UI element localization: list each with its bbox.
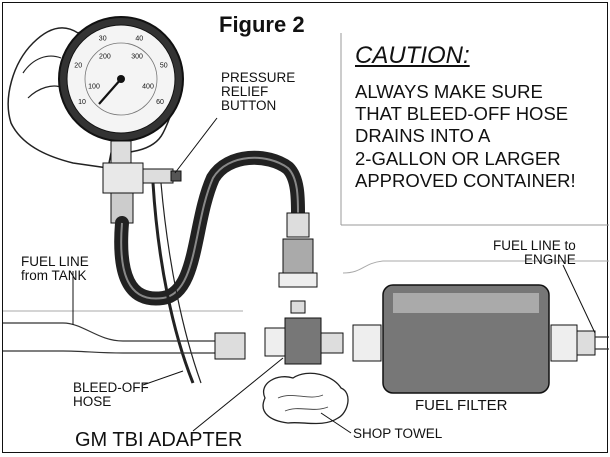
fuel-line-engine	[595, 336, 609, 350]
gauge-tick-labels: 10 20 30 40 50 60 100 200 300 400	[74, 35, 167, 106]
pressure-relief-valve	[142, 168, 174, 184]
gm-tbi-leader	[192, 357, 284, 432]
tank-line-fitting	[214, 332, 246, 360]
gauge-hub	[117, 75, 125, 83]
adapter-right-fitting	[320, 332, 344, 354]
gauge-inner-tick-label: 400	[142, 84, 154, 91]
diagram-drawing: 10 20 30 40 50 60 100 200 300 400	[3, 16, 609, 434]
gauge-inner-ring	[84, 42, 158, 116]
fuel-filter-label: FUEL FILTER	[415, 397, 508, 414]
gauge-tick-label: 30	[99, 35, 107, 42]
fuel-line-engine-label: FUEL LINE to ENGINE	[493, 238, 576, 268]
gauge-tick-label: 40	[135, 35, 143, 42]
fuel-line-tank-top	[3, 322, 219, 342]
adapter-body	[284, 317, 322, 365]
fuel-line-engine-leader	[562, 264, 596, 334]
filter-right-nut	[550, 324, 578, 362]
bleed-off-hose-label: BLEED-OFF HOSE	[73, 380, 149, 410]
gauge-inner-tick-label: 300	[131, 54, 143, 61]
gauge-tick-label: 20	[74, 63, 82, 70]
gauge-tick-label: 50	[160, 63, 168, 70]
coupler-upper	[286, 212, 310, 238]
shop-towel-label: SHOP TOWEL	[353, 426, 443, 441]
gauge-tick-label: 60	[156, 99, 164, 106]
figure-title: Figure 2	[219, 12, 305, 37]
caution-text: ALWAYS MAKE SURE THAT BLEED-OFF HOSE DRA…	[355, 81, 576, 191]
coupler-body	[282, 238, 314, 274]
fuel-filter-highlight	[393, 293, 539, 313]
fuel-line-tank-bottom	[3, 350, 219, 354]
coupler-collar	[278, 272, 318, 288]
adapter-nipple	[290, 300, 306, 314]
gauge-needle	[98, 78, 122, 105]
gauge-hose-highlight	[120, 156, 299, 300]
towel-folds	[277, 394, 329, 412]
gauge-stem	[110, 140, 132, 164]
pressure-relief-label: PRESSURE RELIEF BUTTON	[221, 70, 296, 114]
fuel-line-tank-label: FUEL LINE from TANK	[21, 254, 89, 284]
gauge-inner-tick-label: 100	[88, 84, 100, 91]
pressure-relief-leader	[174, 117, 218, 174]
caution-heading: CAUTION:	[355, 42, 470, 69]
gauge-tee-fitting	[102, 162, 144, 194]
gm-tbi-adapter-label: GM TBI ADAPTER	[75, 429, 243, 451]
shop-towel-shape	[262, 372, 349, 425]
bleed-off-hose-line	[151, 182, 195, 384]
shop-towel-leader	[320, 412, 352, 434]
filter-left-nut	[352, 324, 382, 362]
bleed-off-leader	[142, 370, 184, 386]
gauge-tick-label: 10	[78, 99, 86, 106]
bleed-off-hose-line-2	[160, 182, 202, 384]
background-line	[3, 260, 609, 312]
gauge-inner-tick-label: 200	[99, 54, 111, 61]
engine-line-fitting	[576, 330, 596, 356]
adapter-left-nut	[264, 327, 286, 357]
